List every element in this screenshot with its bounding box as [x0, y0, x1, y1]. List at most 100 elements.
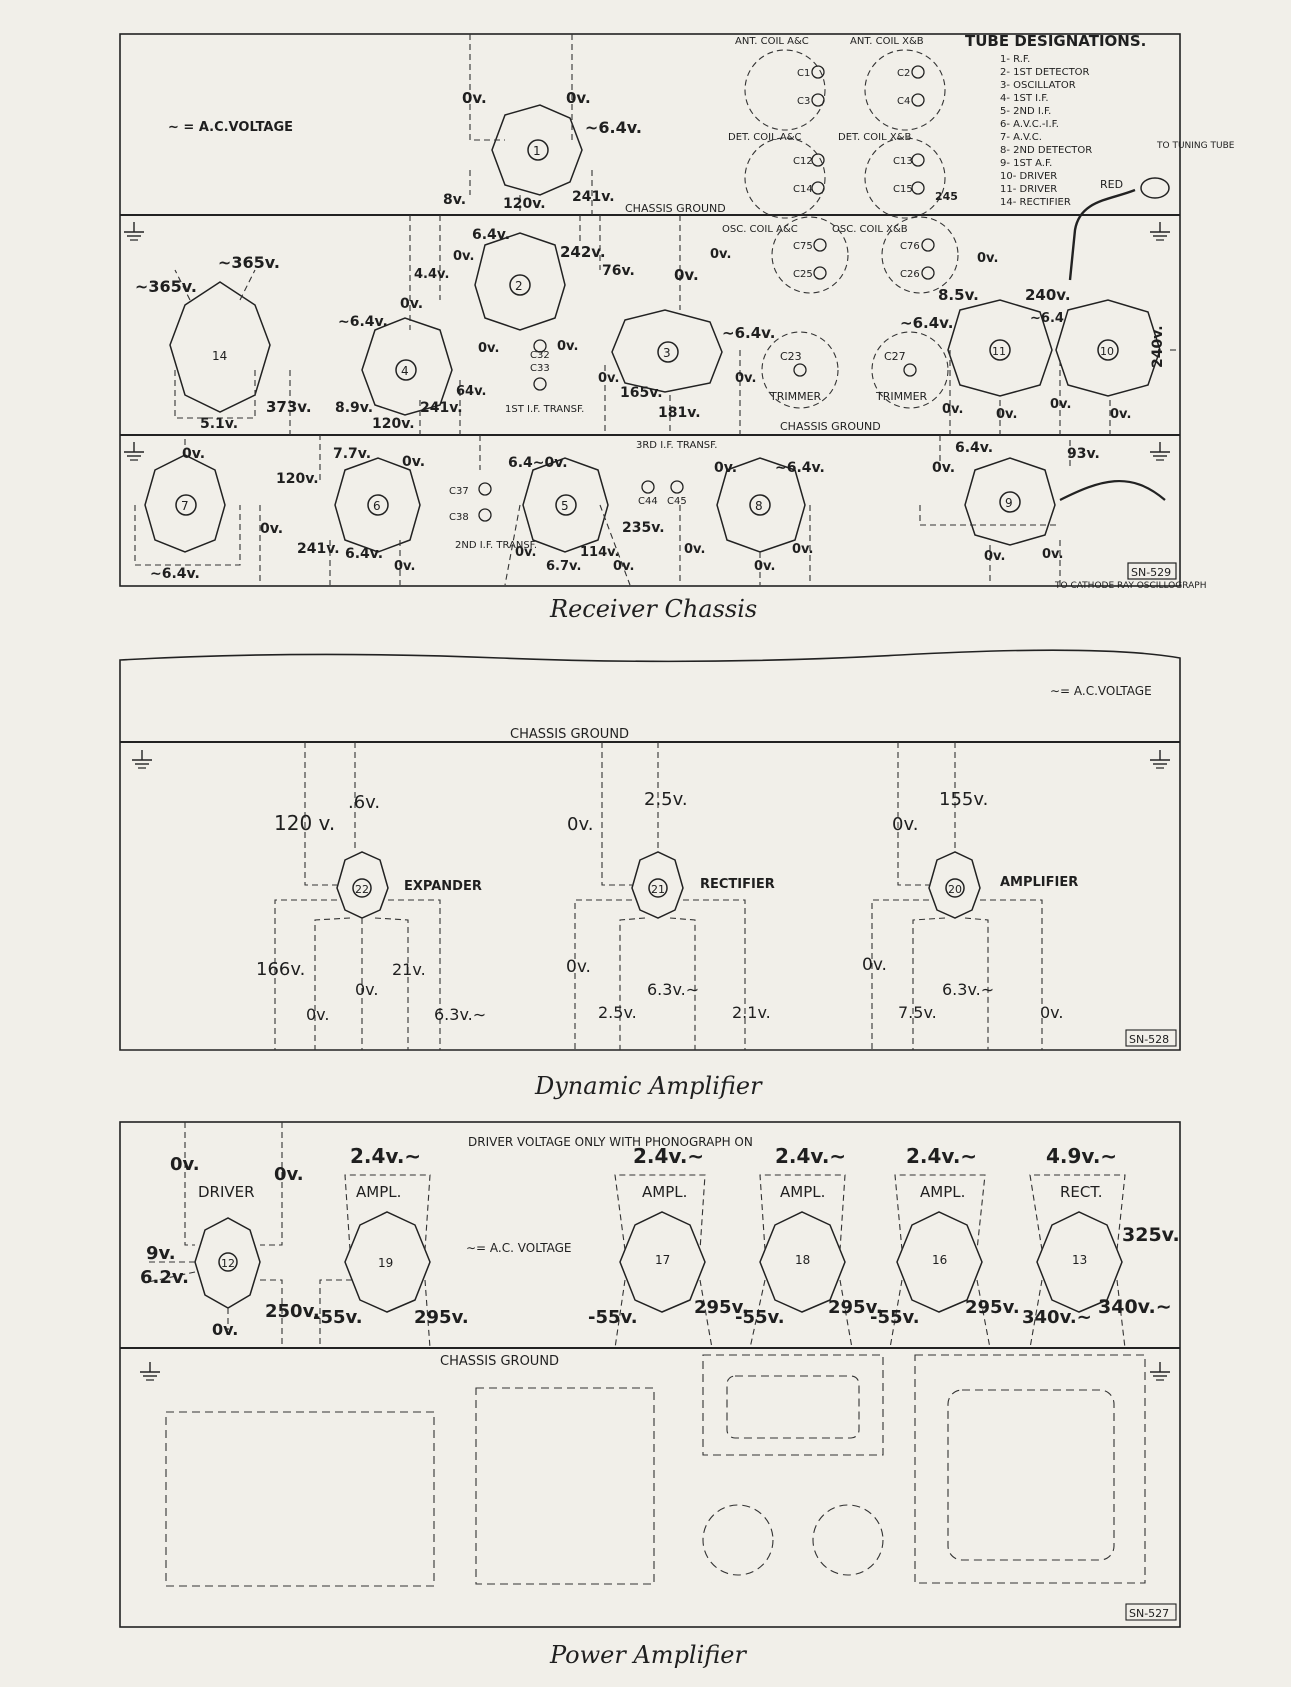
voltage-label: 241v.: [572, 189, 615, 205]
trimmer-c23-label: C23: [780, 350, 802, 363]
voltage-label: 0v.: [1110, 407, 1131, 422]
tube-label-rectifier: RECTIFIER: [700, 877, 775, 892]
ground-symbol: [1149, 1361, 1171, 1381]
voltage-label: 295v.: [828, 1297, 883, 1318]
to-oscillograph-label: TO CATHODE RAY OSCILLOGRAPH: [1054, 581, 1206, 591]
designation-item: 4- 1ST I.F.: [1000, 93, 1049, 104]
cap-label: C26: [900, 269, 920, 280]
sn-527-label: SN-527: [1129, 1607, 1169, 1620]
ant-coil-ac-label: ANT. COIL A&C: [735, 36, 809, 47]
designation-item: 1- R.F.: [1000, 54, 1030, 65]
voltage-label: 6.3v.∼: [942, 980, 994, 999]
voltage-label: 120v.: [503, 196, 546, 212]
voltage-label: 2.4v.∼: [350, 1144, 421, 1168]
trimmer-c27-label: C27: [884, 350, 906, 363]
voltage-label: 0v.: [892, 814, 918, 835]
voltage-label: 0v.: [515, 545, 536, 560]
voltage-label: 5.1v.: [200, 416, 238, 432]
voltage-label: ∼6.4v.: [900, 314, 953, 332]
tube-label-driver: DRIVER: [198, 1183, 255, 1201]
cap-label: C2: [897, 68, 910, 79]
sn-529-box: [1127, 562, 1177, 580]
voltage-label: ∼365v.: [218, 253, 280, 272]
ground-symbol: [139, 1361, 161, 1381]
voltage-label: 6.7v.: [546, 559, 581, 574]
trimmer-label: TRIMMER: [875, 390, 928, 403]
voltage-label: 241v.: [420, 400, 463, 416]
voltage-label: 2.5v.: [598, 1003, 637, 1022]
voltage-label: 0v.: [684, 542, 705, 557]
voltage-label: 93v.: [1067, 446, 1100, 462]
voltage-label: 2.5v.: [644, 789, 688, 810]
dynamic-leads: [274, 742, 1043, 1050]
voltage-label: 0v.: [613, 559, 634, 574]
ground-symbol: [123, 441, 145, 461]
power-amplifier-title: Power Amplifier: [549, 1641, 747, 1669]
voltage-label: ∼6.4v.: [338, 314, 388, 330]
svg-text:13: 13: [1072, 1253, 1087, 1267]
voltage-label: 0v.: [792, 542, 813, 557]
ground-symbol: [1149, 749, 1171, 769]
voltage-label: 0v.: [977, 251, 998, 266]
voltage-label: 0v.: [453, 249, 474, 264]
voltage-label: 0v.: [567, 814, 593, 835]
voltage-label: 295v.: [965, 1297, 1020, 1318]
driver-note: DRIVER VOLTAGE ONLY WITH PHONOGRAPH ON: [468, 1135, 753, 1149]
chassis-cutouts: [165, 1354, 1146, 1587]
cap-label: C44: [638, 496, 658, 507]
svg-text:16: 16: [932, 1253, 947, 1267]
power-amplifier-panel: CHASSIS GROUND SN-527 DRIVER VOLTAGE ONL…: [119, 1121, 1181, 1669]
connector-245-label: 245: [935, 190, 958, 203]
tuning-cable: [1068, 188, 1136, 281]
voltage-label: 0v.: [1050, 397, 1071, 412]
svg-text:5: 5: [561, 499, 569, 513]
voltage-label: 0v.: [996, 407, 1017, 422]
voltage-label: -55v.: [870, 1307, 920, 1328]
tube-label-expander: EXPANDER: [404, 879, 482, 894]
voltage-label: 6.4v.: [345, 546, 383, 562]
ground-symbol: [1149, 441, 1171, 461]
voltage-label: 114v.: [580, 545, 620, 560]
designation-item: 9- 1ST A.F.: [1000, 158, 1052, 169]
svg-text:9: 9: [1005, 496, 1013, 510]
tube-sockets: 1 14 2 4 3 11 10 7: [144, 104, 1161, 553]
voltage-label: 0v.: [212, 1320, 238, 1339]
sn-528-label: SN-528: [1129, 1033, 1169, 1046]
tube-label-ampl: AMPL.: [642, 1183, 687, 1201]
designation-item: 10- DRIVER: [1000, 171, 1057, 182]
voltage-label: 2.4v.∼: [633, 1144, 704, 1168]
svg-text:4: 4: [401, 364, 409, 378]
voltage-label: 240v.: [1150, 325, 1166, 368]
voltage-label: 6.3v.∼: [647, 980, 699, 999]
designation-item: 14- RECTIFIER: [1000, 197, 1071, 208]
cap-label: C45: [667, 496, 687, 507]
voltage-label: 0v.: [566, 89, 591, 107]
dynamic-amplifier-title: Dynamic Amplifier: [534, 1072, 763, 1100]
voltage-label: 0v.: [557, 339, 578, 354]
voltage-label: 6.2v.: [140, 1267, 189, 1288]
voltage-label: -55v.: [735, 1307, 785, 1328]
voltage-label: 0v.: [462, 89, 487, 107]
cap-label: C32: [530, 350, 550, 361]
svg-text:12: 12: [221, 1257, 235, 1270]
dynamic-amplifier-panel: ∼= A.C.VOLTAGE CHASSIS GROUND SN-528 22 …: [119, 649, 1181, 1100]
voltage-label: 0v.: [754, 559, 775, 574]
designation-item: 11- DRIVER: [1000, 184, 1057, 195]
voltage-label: 0v.: [566, 957, 591, 977]
voltage-label: 0v.: [260, 521, 283, 537]
tube-label-amplifier: AMPLIFIER: [1000, 875, 1078, 890]
designation-item: 8- 2ND DETECTOR: [1000, 145, 1092, 156]
sn-529-label: SN-529: [1131, 566, 1171, 579]
voltage-label: 8.9v.: [335, 400, 373, 416]
voltage-label: ∼6.4: [1030, 311, 1064, 326]
voltage-label: ∼6.4v.: [775, 460, 825, 476]
svg-text:17: 17: [655, 1253, 670, 1267]
voltage-label: 340v.∼: [1098, 1296, 1172, 1318]
trimmer-capacitors: [793, 65, 935, 377]
voltage-label: -55v.: [588, 1307, 638, 1328]
if3-transformer-label: 3RD I.F. TRANSF.: [636, 440, 717, 451]
power-leads: [147, 1122, 1126, 1349]
svg-text:14: 14: [212, 349, 227, 363]
red-wire-label: RED: [1100, 178, 1123, 191]
